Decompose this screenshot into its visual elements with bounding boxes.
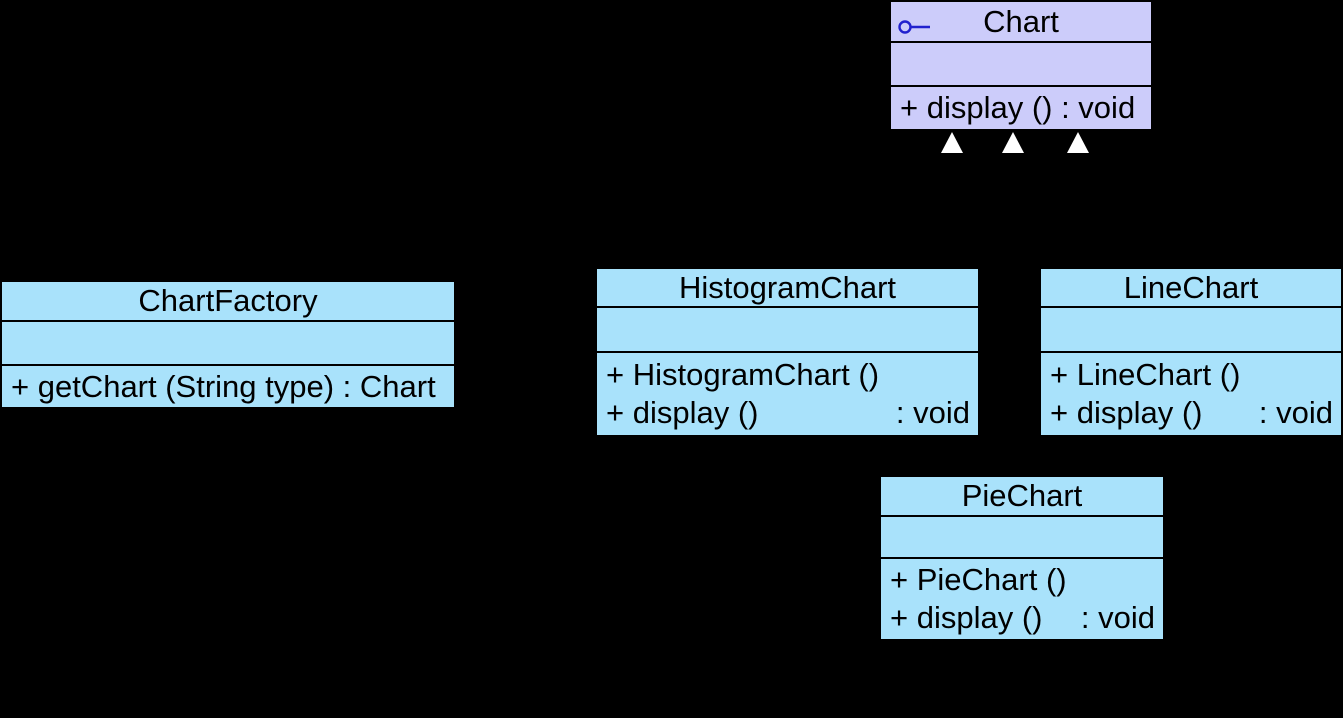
class-box-piechart: PieChart + PieChart () + display () : vo… bbox=[879, 475, 1165, 641]
class-title-compartment: HistogramChart bbox=[597, 269, 978, 308]
class-box-linechart: LineChart + LineChart () + display () : … bbox=[1039, 267, 1343, 437]
attributes-compartment bbox=[891, 43, 1151, 87]
method-line: + getChart (String type) : Chart bbox=[11, 369, 446, 405]
class-name: HistogramChart bbox=[678, 269, 897, 305]
interface-lollipop-icon bbox=[897, 8, 935, 34]
method-line: + display () : void bbox=[890, 599, 1155, 637]
attributes-compartment bbox=[597, 308, 978, 353]
method-return-type: : void bbox=[895, 395, 970, 430]
method-line: + display () : void bbox=[1050, 394, 1333, 432]
method-text: + display () : void bbox=[900, 90, 1136, 125]
methods-compartment: + display () : void bbox=[891, 87, 1151, 129]
realization-arrowhead-icon bbox=[941, 132, 963, 153]
method-text: + HistogramChart () bbox=[606, 357, 880, 392]
realization-arrowhead-icon bbox=[1067, 132, 1089, 153]
method-line: + PieChart () bbox=[890, 561, 1155, 599]
method-line: + display () : void bbox=[606, 394, 970, 432]
method-line: + LineChart () bbox=[1050, 356, 1333, 394]
class-name: Chart bbox=[983, 3, 1059, 39]
class-name: ChartFactory bbox=[138, 283, 318, 318]
attributes-compartment bbox=[2, 322, 454, 366]
class-name: PieChart bbox=[961, 478, 1083, 513]
method-text: + LineChart () bbox=[1050, 357, 1241, 392]
methods-compartment: + LineChart () + display () : void bbox=[1041, 353, 1341, 435]
methods-compartment: + HistogramChart () + display () : void bbox=[597, 353, 978, 435]
method-text: + display () bbox=[890, 600, 1043, 635]
method-return-type: : void bbox=[1080, 600, 1155, 635]
class-title-compartment: PieChart bbox=[881, 477, 1163, 517]
method-text: + display () bbox=[606, 395, 759, 430]
class-name: LineChart bbox=[1123, 269, 1259, 305]
class-title-compartment: Chart bbox=[891, 2, 1151, 43]
method-text: + getChart (String type) : Chart bbox=[11, 368, 436, 404]
method-line: + display () : void bbox=[900, 90, 1143, 126]
class-title-compartment: ChartFactory bbox=[2, 282, 454, 322]
class-box-histogramchart: HistogramChart + HistogramChart () + dis… bbox=[595, 267, 980, 437]
method-return-type: : void bbox=[1258, 395, 1333, 430]
realization-arrowhead-icon bbox=[1002, 132, 1024, 153]
attributes-compartment bbox=[881, 517, 1163, 559]
methods-compartment: + getChart (String type) : Chart bbox=[2, 366, 454, 407]
attributes-compartment bbox=[1041, 308, 1341, 353]
class-title-compartment: LineChart bbox=[1041, 269, 1341, 308]
method-text: + PieChart () bbox=[890, 562, 1067, 597]
methods-compartment: + PieChart () + display () : void bbox=[881, 559, 1163, 639]
class-box-chartfactory: ChartFactory + getChart (String type) : … bbox=[0, 280, 456, 409]
method-line: + HistogramChart () bbox=[606, 356, 970, 394]
method-text: + display () bbox=[1050, 395, 1203, 430]
class-box-chart: Chart + display () : void bbox=[889, 0, 1153, 131]
